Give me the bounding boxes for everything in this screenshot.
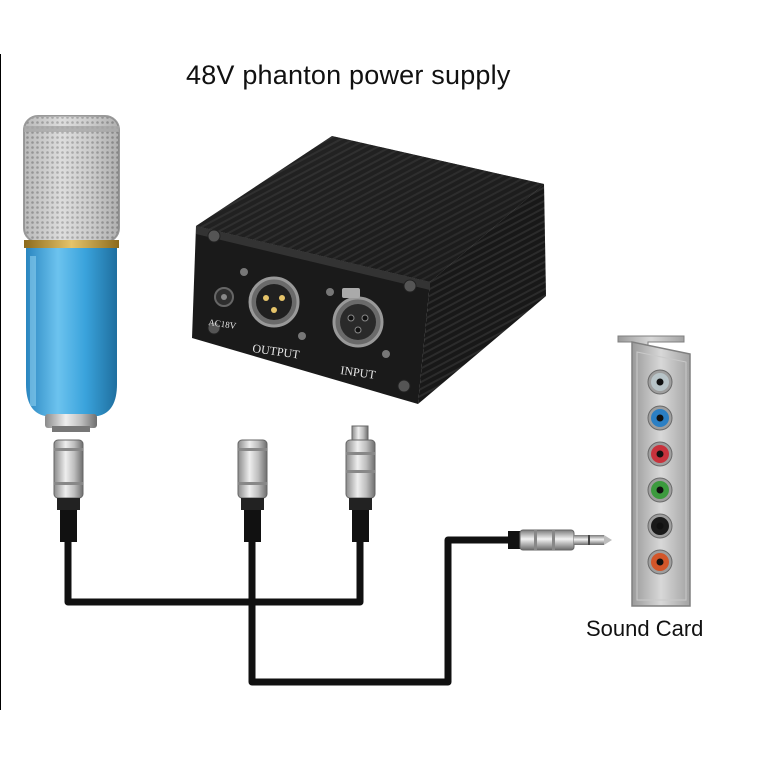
cable-group xyxy=(64,536,512,686)
3-5mm-plug xyxy=(508,529,612,551)
xlr-connector-output xyxy=(237,439,268,542)
phantom-power-box: OUTPUT INPUT AC18V xyxy=(192,136,546,404)
audio-jack-6[interactable] xyxy=(647,549,673,575)
audio-jack-3[interactable] xyxy=(647,441,673,467)
xlr-connector-mic xyxy=(53,439,84,542)
xlr-connector-input xyxy=(345,425,376,542)
box-power-label: AC18V xyxy=(208,317,238,331)
box-input-label: INPUT xyxy=(340,363,378,382)
audio-jack-2[interactable] xyxy=(647,405,673,431)
cable-output-to-soundcard xyxy=(248,536,512,686)
audio-jack-5[interactable] xyxy=(647,513,673,539)
box-output-label: OUTPUT xyxy=(252,341,301,362)
audio-jack-4[interactable] xyxy=(647,477,673,503)
sound-card-bracket xyxy=(617,335,691,607)
condenser-microphone xyxy=(23,115,120,432)
diagram-title: 48V phanton power supply xyxy=(186,60,511,90)
cable-mic-to-input xyxy=(64,540,364,606)
sound-card-label: Sound Card xyxy=(586,616,704,641)
left-border-line xyxy=(0,54,1,710)
audio-jack-1[interactable] xyxy=(647,369,673,395)
